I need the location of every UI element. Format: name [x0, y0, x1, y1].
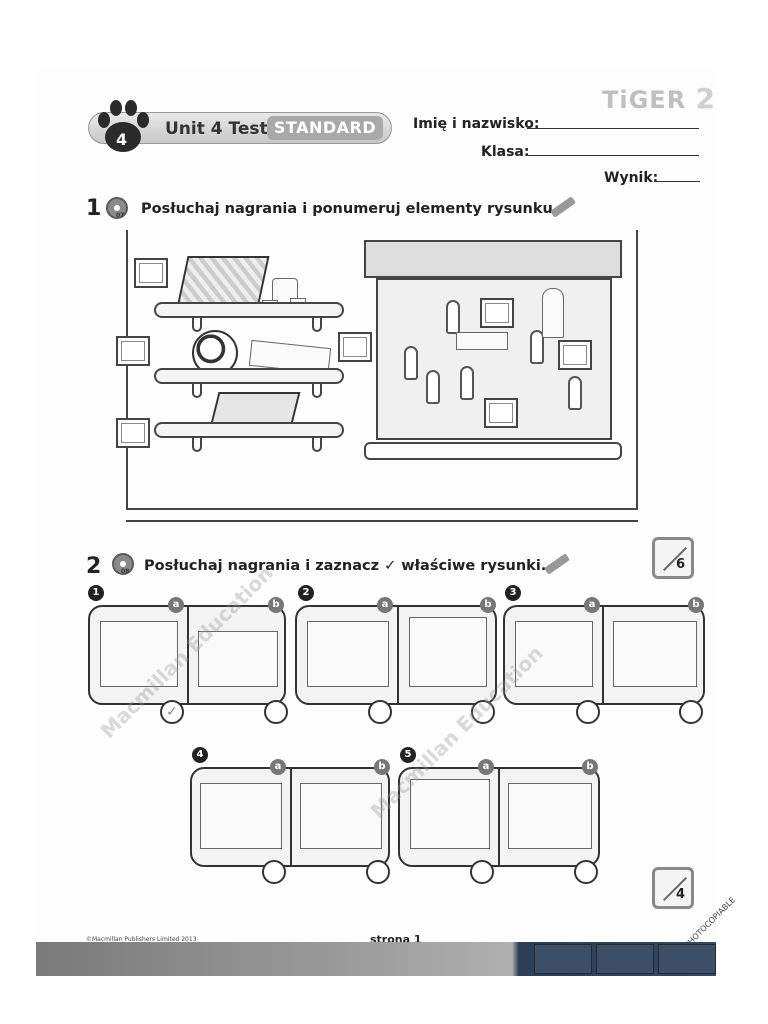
exercise-2-instruction: Posłuchaj nagrania i zaznacz ✓ właściwe …	[144, 558, 547, 574]
library-picture[interactable]	[200, 783, 282, 849]
unit-title: Unit 4 Test	[165, 119, 268, 139]
item-number: 5	[400, 747, 416, 763]
wall-right	[636, 230, 638, 508]
copyright-text: ©Macmillan Publishers Limited 2013	[86, 936, 197, 943]
picture-pair-4	[190, 767, 390, 867]
answer-box[interactable]	[558, 340, 592, 370]
answer-circle-a[interactable]	[368, 700, 392, 724]
thumbnail[interactable]	[658, 944, 716, 974]
window	[376, 278, 612, 440]
thumbnail[interactable]	[596, 944, 654, 974]
score-box: 6	[652, 537, 694, 579]
picture-pair-3	[503, 605, 705, 705]
shelf-bracket	[312, 438, 322, 452]
shelf	[154, 368, 344, 384]
cd-icon	[112, 553, 134, 575]
corridor-picture[interactable]	[409, 617, 487, 687]
item-number: 3	[505, 585, 521, 601]
tree	[542, 288, 564, 338]
picture-pair-5	[398, 767, 600, 867]
classroom-picture[interactable]	[300, 783, 382, 849]
picture-pair-1	[88, 605, 286, 705]
exercise-1-instruction: Posłuchaj nagrania i ponumeruj elementy …	[141, 201, 559, 217]
score-label: Wynik:	[604, 170, 659, 186]
item-number: 4	[192, 747, 208, 763]
answer-box[interactable]	[116, 336, 150, 366]
cd-icon	[106, 197, 128, 219]
answer-box[interactable]	[338, 332, 372, 362]
thumbnail[interactable]	[534, 944, 592, 974]
option-a-tag: a	[168, 597, 184, 613]
room-illustration	[100, 220, 670, 540]
exercise-2-number: 2	[86, 554, 102, 579]
shelf	[154, 302, 344, 318]
tiger-logo: TiGER 2	[602, 82, 717, 115]
answer-circle-b[interactable]	[679, 700, 703, 724]
name-label: Imię i nazwisko:	[413, 116, 540, 132]
option-a-tag: a	[478, 759, 494, 775]
option-b-tag: b	[688, 597, 704, 613]
hopscotch	[456, 332, 508, 350]
shelf	[154, 422, 344, 438]
answer-box[interactable]	[134, 258, 168, 288]
classroom-picture[interactable]	[613, 621, 697, 687]
item-number: 2	[298, 585, 314, 601]
exercise-1-number: 1	[86, 196, 102, 221]
option-b-tag: b	[480, 597, 496, 613]
option-b-tag: b	[582, 759, 598, 775]
item-number: 1	[88, 585, 104, 601]
option-b-tag: b	[268, 597, 284, 613]
child-figure	[446, 300, 460, 334]
option-a-tag: a	[584, 597, 600, 613]
answer-circle-a[interactable]	[576, 700, 600, 724]
child-figure	[460, 366, 474, 400]
answer-box[interactable]	[480, 298, 514, 328]
unit-level-badge: STANDARD	[267, 116, 383, 140]
cd-track-2: 08	[121, 568, 130, 575]
gym-picture[interactable]	[515, 621, 593, 687]
cd-track-1: 07	[116, 212, 125, 219]
wall-left	[126, 230, 128, 508]
paw-icon: 4	[92, 98, 154, 156]
class-label: Klasa:	[481, 144, 530, 160]
answer-circle-a[interactable]: ✓	[160, 700, 184, 724]
shelf-bracket	[192, 384, 202, 398]
score-box: 4	[652, 867, 694, 909]
viewer-strip	[36, 942, 716, 976]
library-picture[interactable]	[198, 631, 278, 687]
class-field[interactable]	[527, 155, 699, 156]
window-blind	[364, 240, 622, 278]
child-figure	[568, 376, 582, 410]
option-a-tag: a	[270, 759, 286, 775]
answer-circle-a[interactable]	[262, 860, 286, 884]
shelf-bracket	[312, 318, 322, 332]
answer-circle-b[interactable]	[264, 700, 288, 724]
corridor-picture[interactable]	[410, 779, 490, 849]
floor-line	[126, 508, 638, 522]
answer-circle-b[interactable]	[471, 700, 495, 724]
child-figure	[426, 370, 440, 404]
option-b-tag: b	[374, 759, 390, 775]
classroom-picture[interactable]	[307, 621, 389, 687]
child-figure	[404, 346, 418, 380]
answer-box[interactable]	[484, 398, 518, 428]
window-sill	[364, 442, 622, 460]
board-game	[176, 256, 270, 308]
name-field[interactable]	[527, 128, 699, 129]
answer-box[interactable]	[116, 418, 150, 448]
child-figure	[530, 330, 544, 364]
shelf-bracket	[312, 384, 322, 398]
playground-picture[interactable]	[100, 621, 178, 687]
answer-circle-b[interactable]	[366, 860, 390, 884]
picture-pair-2	[295, 605, 497, 705]
score-field[interactable]	[654, 181, 700, 182]
option-a-tag: a	[377, 597, 393, 613]
answer-circle-b[interactable]	[574, 860, 598, 884]
shelf-bracket	[192, 438, 202, 452]
gym-picture[interactable]	[508, 783, 592, 849]
shelf-bracket	[192, 318, 202, 332]
answer-circle-a[interactable]	[470, 860, 494, 884]
